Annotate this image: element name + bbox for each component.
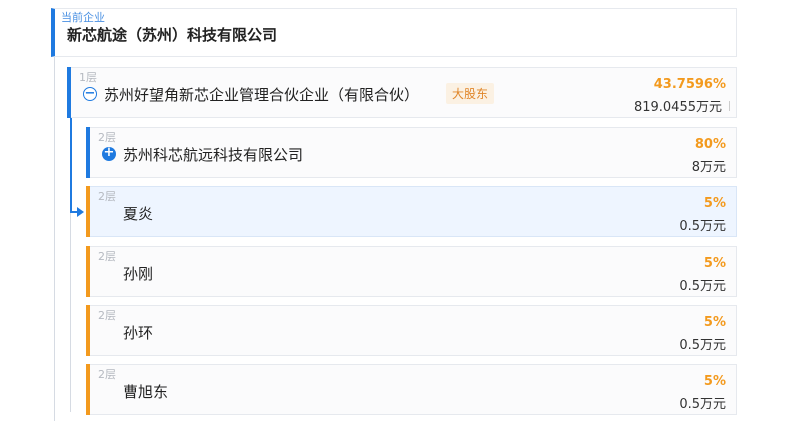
layer-label: 2层 <box>98 131 116 144</box>
divider <box>729 101 730 111</box>
tree-arrow-icon <box>77 207 84 217</box>
level1-accent-bar <box>67 67 71 118</box>
tree-line-level2 <box>70 212 71 412</box>
share-percent: 5% <box>703 256 726 271</box>
shareholder-level2-card[interactable]: 2层 + 苏州科芯航远科技有限公司 80% 8万元 <box>86 127 737 178</box>
current-company-tag: 当前企业 <box>61 11 105 24</box>
layer-label: 2层 <box>98 250 116 263</box>
share-amount: 0.5万元 <box>679 338 726 353</box>
tree-line-level1 <box>70 117 72 212</box>
share-percent: 5% <box>703 374 726 389</box>
level2-accent-bar <box>86 186 90 237</box>
shareholder-level2-card[interactable]: 2层 曹旭东 5% 0.5万元 <box>86 364 737 415</box>
shareholder-name[interactable]: 苏州好望角新芯企业管理合伙企业（有限合伙） <box>104 86 420 104</box>
plus-circle-icon[interactable]: + <box>102 145 116 161</box>
level2-accent-bar <box>86 305 90 356</box>
level2-accent-bar <box>86 246 90 297</box>
level2-accent-bar <box>86 127 90 178</box>
shareholder-name[interactable]: 苏州科芯航远科技有限公司 <box>123 146 304 164</box>
minus-circle-icon[interactable]: − <box>83 86 97 101</box>
share-amount: 8万元 <box>691 160 726 175</box>
current-company-card: 当前企业 新芯航途（苏州）科技有限公司 <box>51 8 737 57</box>
shareholder-name[interactable]: 夏炎 <box>123 205 154 223</box>
shareholder-level2-card[interactable]: 2层 孙环 5% 0.5万元 <box>86 305 737 356</box>
share-percent: 5% <box>703 315 726 330</box>
tree-line-root <box>54 57 55 421</box>
share-percent: 80% <box>694 137 726 152</box>
share-amount: 0.5万元 <box>679 397 726 412</box>
level2-accent-bar <box>86 364 90 415</box>
layer-label: 1层 <box>79 71 97 84</box>
layer-label: 2层 <box>98 368 116 381</box>
share-amount: 0.5万元 <box>679 219 726 234</box>
shareholder-name[interactable]: 曹旭东 <box>123 383 169 401</box>
layer-label: 2层 <box>98 190 116 203</box>
current-company-name[interactable]: 新芯航途（苏州）科技有限公司 <box>67 26 278 44</box>
share-percent: 43.7596% <box>653 77 726 92</box>
major-shareholder-badge: 大股东 <box>446 83 495 104</box>
share-amount: 819.0455万元 <box>633 100 722 115</box>
share-amount: 0.5万元 <box>679 279 726 294</box>
shareholder-name[interactable]: 孙刚 <box>123 265 154 283</box>
shareholder-level1-card[interactable]: 1层 − 苏州好望角新芯企业管理合伙企业（有限合伙） 大股东 43.7596% … <box>67 67 737 118</box>
layer-label: 2层 <box>98 309 116 322</box>
tree-connector <box>70 211 78 213</box>
share-percent: 5% <box>703 196 726 211</box>
shareholder-level2-card[interactable]: 2层 孙刚 5% 0.5万元 <box>86 246 737 297</box>
shareholder-level2-card[interactable]: 2层 夏炎 5% 0.5万元 <box>86 186 737 237</box>
shareholder-name[interactable]: 孙环 <box>123 324 154 342</box>
